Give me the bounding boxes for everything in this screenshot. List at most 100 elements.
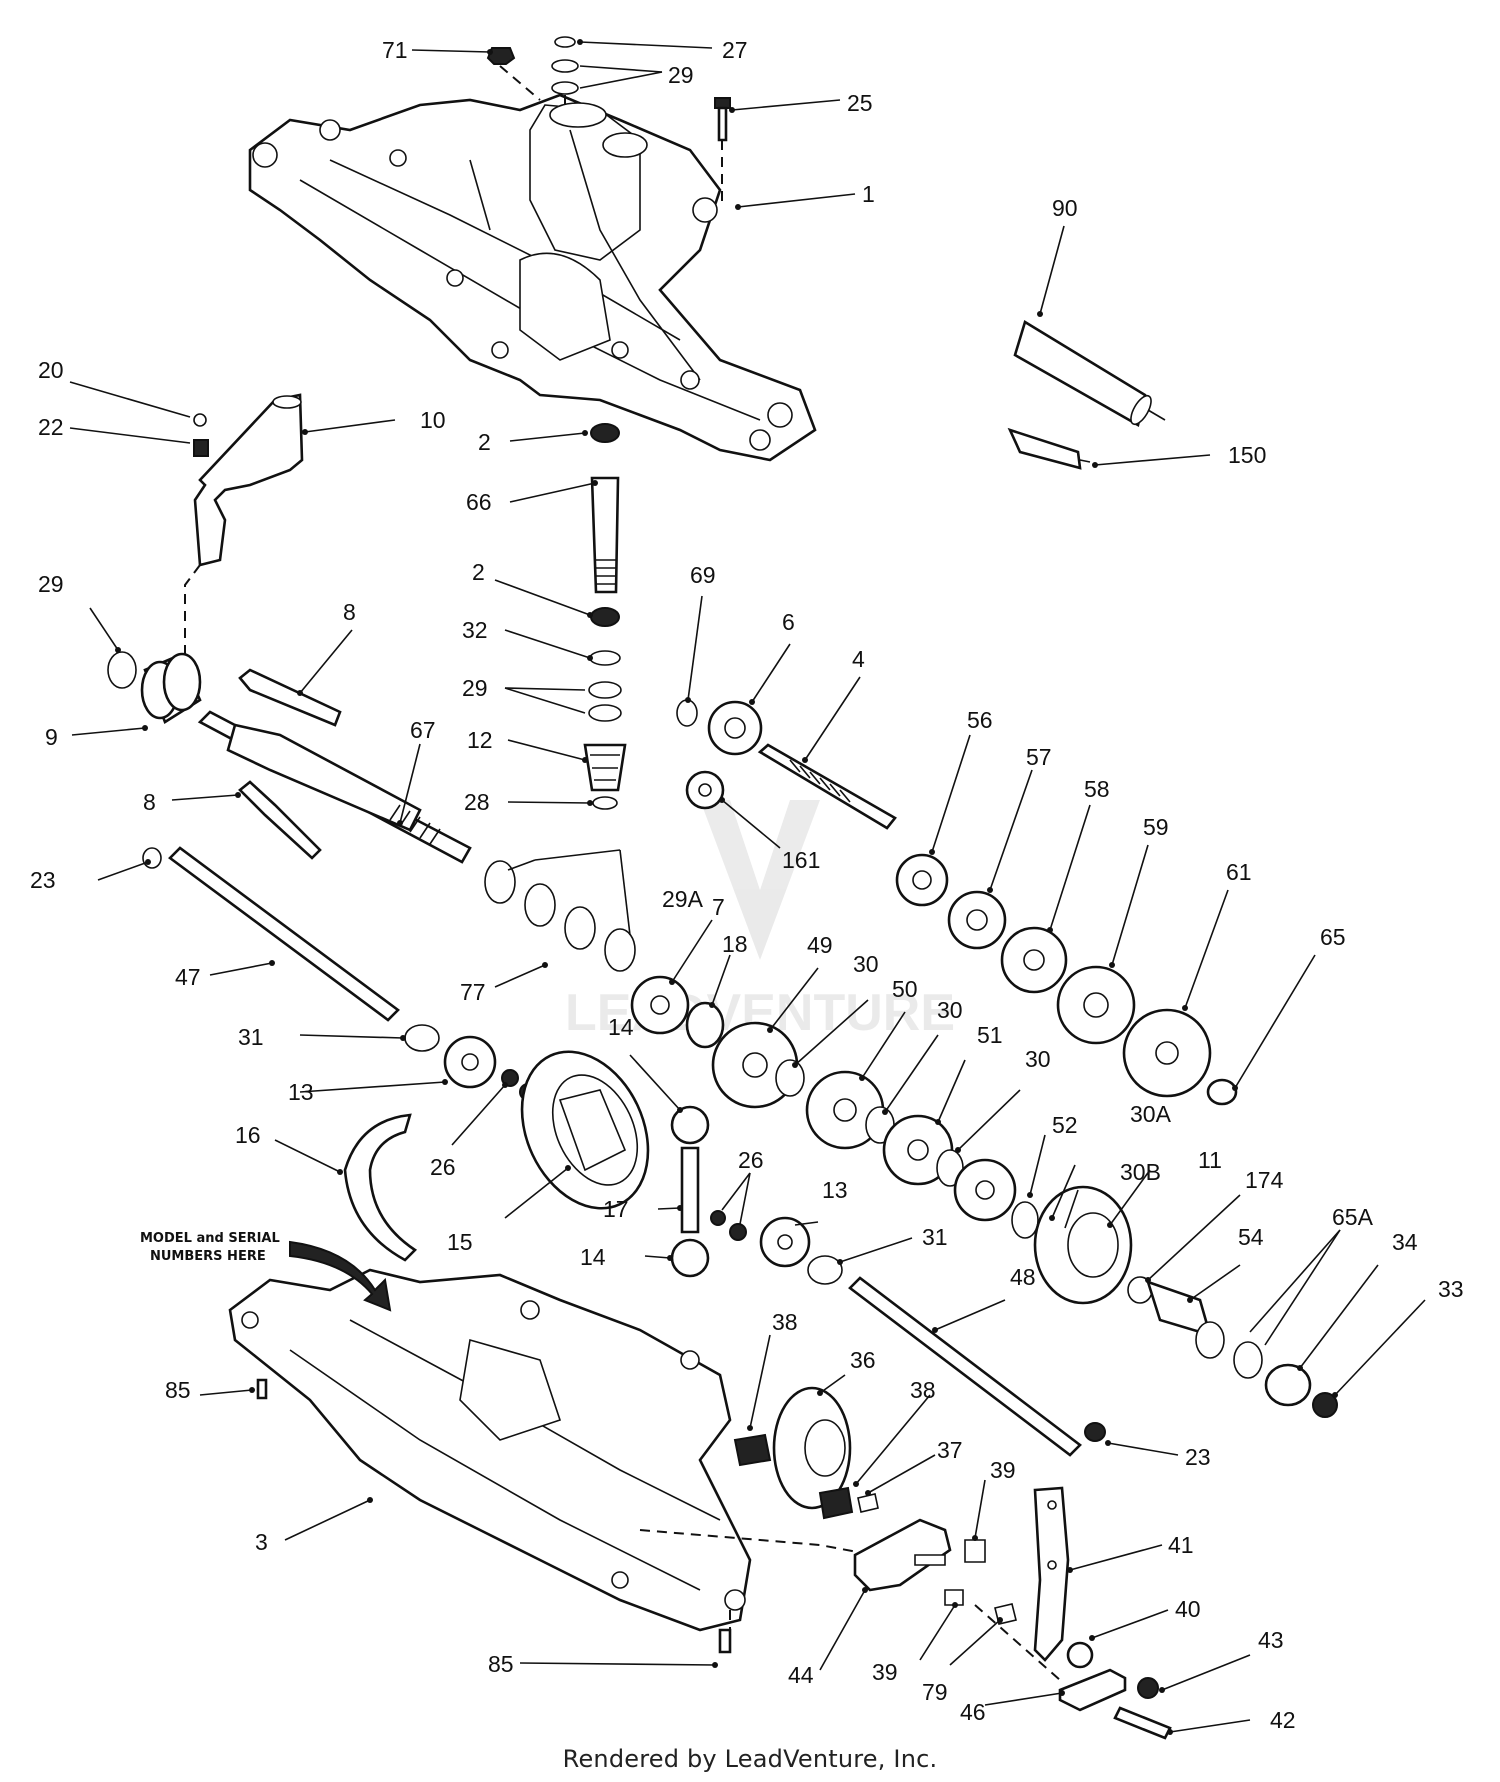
gear-cluster-middle (630, 975, 1069, 1251)
callout-2: 2 (478, 429, 491, 455)
callout-14: 14 (580, 1244, 606, 1270)
callout-29: 29 (462, 675, 488, 701)
callout-13: 13 (822, 1177, 848, 1203)
callout-31: 31 (238, 1024, 264, 1050)
svg-text:NUMBERS HERE: NUMBERS HERE (150, 1249, 266, 1264)
callout-17: 17 (603, 1196, 629, 1222)
callout-18: 18 (722, 931, 748, 957)
callout-4: 4 (852, 646, 865, 672)
callout-25: 25 (847, 90, 873, 116)
callout-16: 16 (235, 1122, 261, 1148)
callout-8: 8 (343, 599, 356, 625)
callout-27: 27 (722, 37, 748, 63)
callout-38: 38 (910, 1377, 936, 1403)
callout-77: 77 (460, 979, 486, 1005)
callout-65: 65 (1320, 924, 1346, 950)
svg-text:MODEL and SERIAL: MODEL and SERIAL (140, 1231, 280, 1246)
callout-30A: 30A (1130, 1101, 1172, 1127)
callout-36: 36 (850, 1347, 876, 1373)
pinion-shaft-17 (670, 1105, 843, 1285)
ring-gear-15 (520, 1050, 650, 1210)
watermark: LEADVENTURE (565, 800, 955, 1042)
shift-fork (184, 393, 304, 660)
leader-lines (69, 39, 1426, 1735)
callout-23: 23 (30, 867, 56, 893)
callout-67: 67 (410, 717, 436, 743)
callout-38: 38 (772, 1309, 798, 1335)
callout-59: 59 (1143, 814, 1169, 840)
callout-29: 29 (668, 62, 694, 88)
callout-39: 39 (872, 1659, 898, 1685)
callout-1: 1 (862, 181, 875, 207)
callout-46: 46 (960, 1699, 986, 1725)
small-gears-left (404, 1024, 537, 1101)
callout-90: 90 (1052, 195, 1078, 221)
callout-11: 11 (1198, 1147, 1222, 1173)
callout-85: 85 (165, 1377, 191, 1403)
callout-79: 79 (922, 1679, 948, 1705)
upper-housing (248, 93, 817, 462)
callout-66: 66 (466, 489, 492, 515)
callout-13: 13 (288, 1079, 314, 1105)
callout-22: 22 (38, 414, 64, 440)
callout-69: 69 (690, 562, 716, 588)
callout-54: 54 (1238, 1224, 1264, 1250)
lower-housing (228, 1268, 901, 1654)
callout-42: 42 (1270, 1707, 1296, 1733)
footer-credit: Rendered by LeadVenture, Inc. (562, 1745, 938, 1773)
callout-32: 32 (462, 617, 488, 643)
callout-30: 30 (853, 951, 879, 977)
callout-26: 26 (738, 1147, 764, 1173)
callout-9: 9 (45, 724, 58, 750)
sealant-tubes (1007, 320, 1166, 470)
callout-44: 44 (788, 1662, 814, 1688)
callout-26: 26 (430, 1154, 456, 1180)
callout-161: 161 (782, 847, 820, 873)
callout-40: 40 (1175, 1596, 1201, 1622)
rings-and-axle-47 (142, 846, 636, 1022)
axle-48 (848, 1276, 1106, 1457)
callout-30: 30 (1025, 1046, 1051, 1072)
callout-71: 71 (382, 37, 408, 63)
callout-29A: 29A (662, 886, 704, 912)
shaft-4-assembly (676, 699, 897, 830)
callout-34: 34 (1392, 1229, 1418, 1255)
callout-47: 47 (175, 964, 201, 990)
callout-48: 48 (1010, 1264, 1036, 1290)
shaft-66-stack (583, 423, 627, 810)
callout-150: 150 (1228, 442, 1266, 468)
callout-14: 14 (608, 1014, 634, 1040)
callout-51: 51 (977, 1022, 1003, 1048)
callout-28: 28 (464, 789, 490, 815)
gear-cluster-upper (895, 853, 1238, 1106)
callout-57: 57 (1026, 744, 1052, 770)
callout-30B: 30B (1120, 1159, 1161, 1185)
model-serial-note: MODEL and SERIAL NUMBERS HERE (140, 1231, 392, 1312)
callout-50: 50 (892, 976, 918, 1002)
callout-61: 61 (1226, 859, 1252, 885)
callout-37: 37 (937, 1437, 963, 1463)
band-16 (343, 1113, 418, 1262)
callout-43: 43 (1258, 1627, 1284, 1653)
brake-parts (733, 1386, 879, 1520)
callout-23: 23 (1185, 1444, 1211, 1470)
callout-7: 7 (712, 894, 725, 920)
callout-8: 8 (143, 789, 156, 815)
callout-10: 10 (420, 407, 446, 433)
callout-33: 33 (1438, 1276, 1464, 1302)
callout-6: 6 (782, 609, 795, 635)
callout-39: 39 (990, 1457, 1016, 1483)
bevel-gear-assembly (1033, 1185, 1338, 1418)
callout-15: 15 (447, 1229, 473, 1255)
callout-58: 58 (1084, 776, 1110, 802)
callout-65A: 65A (1332, 1204, 1374, 1230)
shift-keys (238, 668, 342, 860)
callout-20: 20 (38, 357, 64, 383)
callout-85: 85 (488, 1651, 514, 1677)
callout-174: 174 (1245, 1167, 1284, 1193)
callout-30: 30 (937, 997, 963, 1023)
collar-9 (107, 651, 202, 724)
callout-31: 31 (922, 1224, 948, 1250)
callout-29: 29 (38, 571, 64, 597)
